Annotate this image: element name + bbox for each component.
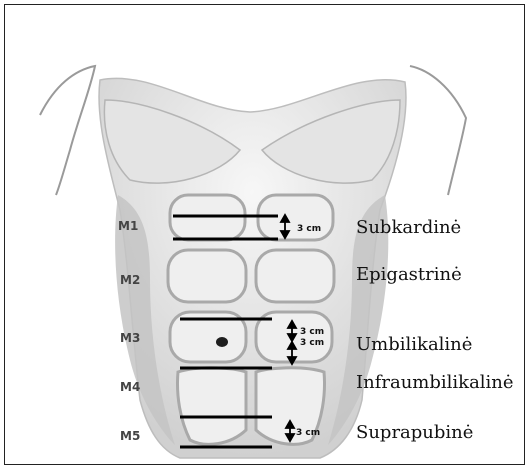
zone-label-m1: M1 <box>118 219 138 233</box>
cm-label-4: 3 cm <box>296 428 320 438</box>
zone-label-m5: M5 <box>120 429 140 443</box>
cm-label-2: 3 cm <box>300 327 324 337</box>
region-subkardine: Subkardinė <box>356 217 461 238</box>
region-umbilikaline: Umbilikalinė <box>356 334 472 355</box>
region-suprapubine: Suprapubinė <box>356 422 473 443</box>
region-epigastrine: Epigastrinė <box>356 264 462 285</box>
right-arm-outline <box>410 66 466 195</box>
zone-label-m2: M2 <box>120 273 140 287</box>
zone-label-m4: M4 <box>120 380 140 394</box>
navel <box>216 337 228 347</box>
region-infraumbilikaline: Infraumbilikalinė <box>356 372 514 393</box>
left-arm-outline <box>40 66 95 195</box>
cm-label-3: 3 cm <box>300 338 324 348</box>
cm-label-1: 3 cm <box>297 224 321 234</box>
zone-label-m3: M3 <box>120 331 140 345</box>
